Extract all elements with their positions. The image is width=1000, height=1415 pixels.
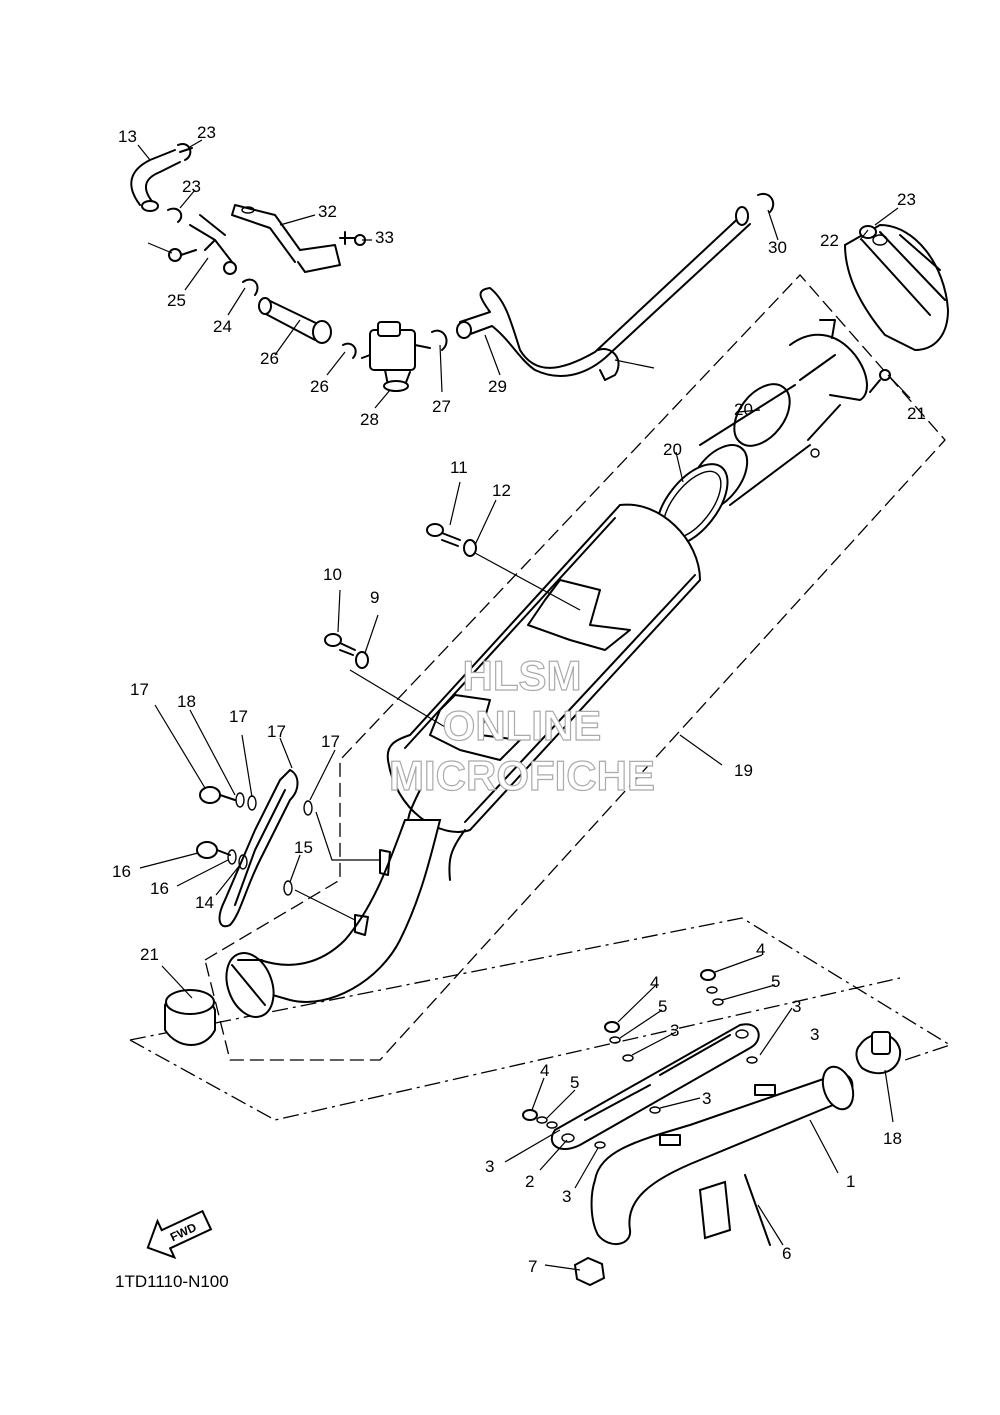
callout-26-right: 27 <box>432 397 451 416</box>
callout-6: 6 <box>782 1244 791 1263</box>
callout-24: 25 <box>167 291 186 310</box>
end-cap-13 <box>843 223 950 352</box>
callout-29: 30 <box>768 238 787 257</box>
hose-28 <box>456 206 751 377</box>
diagram-code: 1TD1110-N100 <box>115 1272 229 1291</box>
watermark-line-2: ONLINE <box>443 702 602 749</box>
callout-14: 23 <box>897 190 916 209</box>
callout-3-right: 3 <box>810 1025 819 1044</box>
callout-2: 2 <box>525 1172 534 1191</box>
breather-joint-24 <box>189 214 237 275</box>
callout-16-upper: 17 <box>130 680 149 699</box>
screw-32 <box>168 248 197 262</box>
callout-3-mid: 3 <box>702 1089 711 1108</box>
bolt-16-lower <box>196 841 231 859</box>
screw-11 <box>869 369 891 393</box>
headpipe-assembly-outline <box>129 917 952 1121</box>
callout-18-upper: 18 <box>177 692 196 711</box>
callout-5-left: 5 <box>570 1073 579 1092</box>
heat-protector-2 <box>550 1023 760 1150</box>
callout-31: 33 <box>375 228 394 247</box>
protector-15 <box>218 768 299 928</box>
hose-25 <box>258 297 332 344</box>
bolt-16-upper <box>199 786 236 804</box>
gasket-12 <box>164 989 216 1046</box>
flange-gasket-6 <box>698 1174 771 1246</box>
callout-7: 7 <box>528 1257 537 1276</box>
breather-hose-22 <box>130 149 181 212</box>
callout-3-left-low: 3 <box>562 1187 571 1206</box>
callout-21-upper: 12 <box>492 481 511 500</box>
protector-mount-links <box>294 552 581 921</box>
bolt-20-upper <box>426 523 461 547</box>
hose-clamp-23-mid <box>167 207 183 223</box>
callout-15: 17 <box>267 722 286 741</box>
callout-labels: 13 23 23 32 33 25 24 26 26 28 27 29 30 2… <box>112 123 926 1276</box>
callout-30: 32 <box>318 202 337 221</box>
callout-4-left: 4 <box>540 1061 549 1080</box>
air-cut-valve-27 <box>361 321 431 392</box>
callout-17-lower-right: 15 <box>294 838 313 857</box>
callout-16-lower: 16 <box>112 862 131 881</box>
callout-17-upper-right: 17 <box>321 732 340 751</box>
washer-21-upper <box>463 539 477 557</box>
callout-17-lower-left: 14 <box>195 893 214 912</box>
bracket-30 <box>231 204 341 273</box>
callout-20-upper: 11 <box>450 458 468 477</box>
hose-clamp-29 <box>757 192 775 213</box>
spark-arrester-bracket <box>789 319 868 401</box>
callout-1: 1 <box>846 1172 855 1191</box>
watermark-line-1: HLSM <box>463 652 582 699</box>
callout-13: 22 <box>820 231 839 250</box>
leader-lines <box>137 139 911 1271</box>
nut-7 <box>573 1256 606 1287</box>
callout-22: 13 <box>118 127 137 146</box>
callout-3-right-top: 3 <box>792 997 801 1016</box>
callout-19: 18 <box>883 1129 902 1148</box>
clamp-33 <box>597 348 620 381</box>
callout-3-mid-top: 3 <box>670 1021 679 1040</box>
callout-23-top: 23 <box>197 123 216 142</box>
callout-17-upper-left: 17 <box>229 707 248 726</box>
callout-26-left: 26 <box>310 377 329 396</box>
hose-clamp-26-right <box>431 329 448 351</box>
callout-18-lower: 16 <box>150 879 169 898</box>
callout-5-right: 5 <box>771 972 780 991</box>
bolt-31 <box>339 231 366 246</box>
muffler-assembly-outline <box>204 274 946 1061</box>
callout-11: 21 <box>907 404 926 423</box>
callout-4-right: 4 <box>756 940 765 959</box>
watermark-line-3: MICROFICHE <box>389 752 655 799</box>
washer-21-lower <box>355 651 369 669</box>
clamp-19 <box>855 1031 902 1075</box>
muffler-8 <box>225 503 702 1018</box>
bolt-20-lower <box>324 633 356 656</box>
exhaust-pipe-1 <box>590 1065 855 1245</box>
screws-4-washers-5 <box>522 969 758 1149</box>
callout-12: 21 <box>140 945 159 964</box>
hose-clamp-26-left <box>342 342 357 359</box>
callout-3-left: 3 <box>485 1157 494 1176</box>
callout-4-mid: 4 <box>650 973 659 992</box>
hose-clamp-23-low <box>242 278 259 296</box>
callout-23-low: 24 <box>213 317 232 336</box>
callout-10: 20 <box>663 440 682 459</box>
callout-8: 19 <box>734 761 753 780</box>
callout-5-mid: 5 <box>658 997 667 1016</box>
callout-9: 20 <box>734 400 753 419</box>
hose-clamp-23-top <box>177 143 193 161</box>
callout-20-lower: 10 <box>323 565 342 584</box>
callout-23-mid: 23 <box>182 177 201 196</box>
callout-28: 29 <box>488 377 507 396</box>
fwd-arrow-icon: FWD <box>146 1209 213 1260</box>
callout-27: 28 <box>360 410 379 429</box>
callout-21-lower: 9 <box>370 588 379 607</box>
callout-25: 26 <box>260 349 279 368</box>
